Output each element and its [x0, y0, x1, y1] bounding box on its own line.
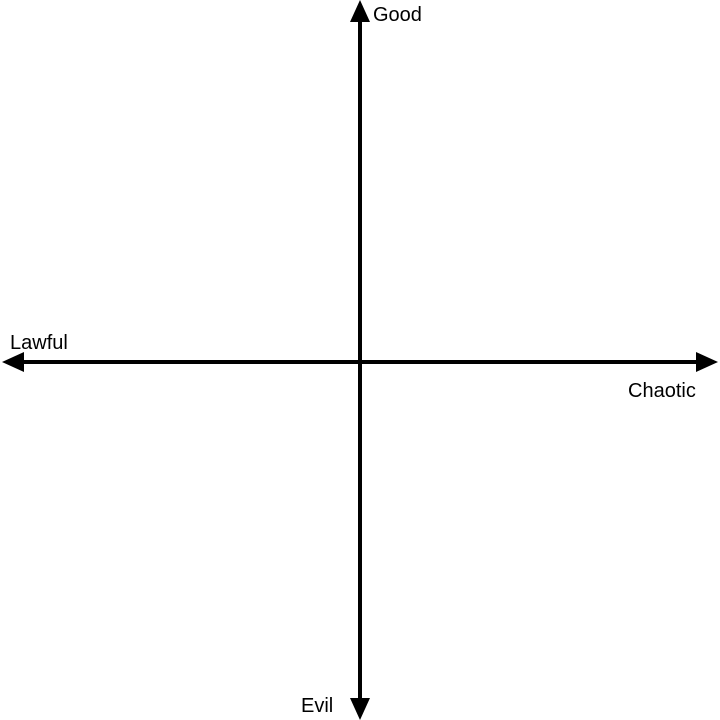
arrow-down-icon — [350, 698, 370, 720]
label-lawful: Lawful — [10, 332, 68, 354]
label-good: Good — [373, 4, 422, 26]
arrow-left-icon — [2, 352, 24, 372]
arrow-up-icon — [350, 0, 370, 22]
label-chaotic: Chaotic — [628, 380, 696, 402]
label-evil: Evil — [301, 695, 333, 717]
arrow-right-icon — [696, 352, 718, 372]
